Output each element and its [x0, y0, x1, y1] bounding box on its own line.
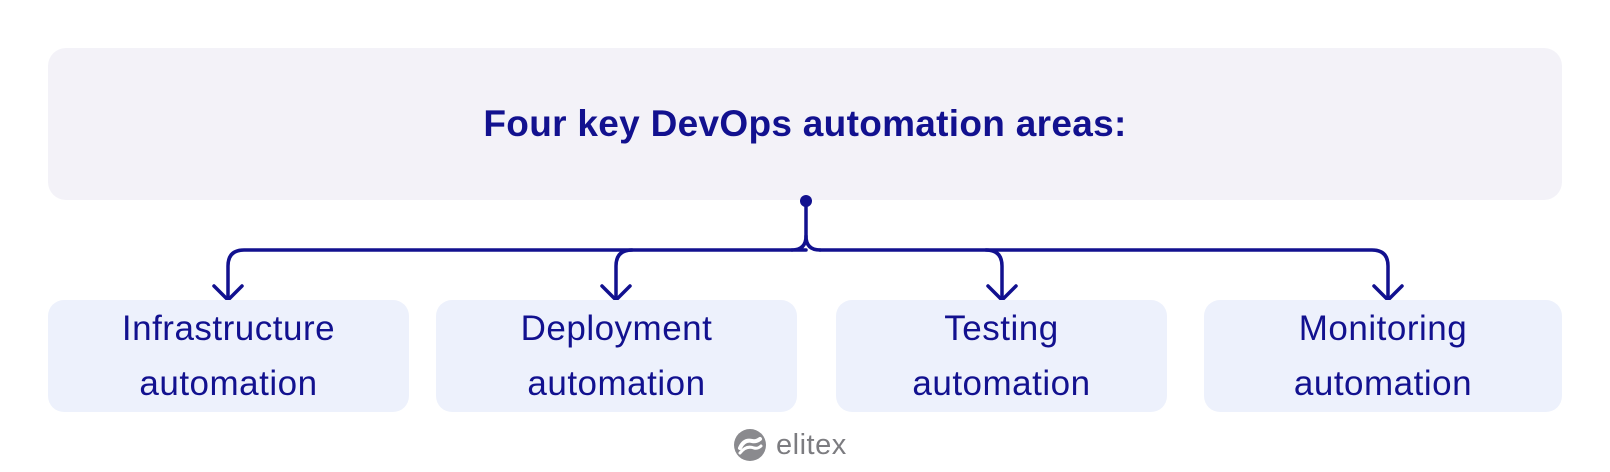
header-box: Four key DevOps automation areas:: [48, 48, 1562, 200]
elitex-logo-icon: [734, 429, 766, 461]
connector-branch-3: [984, 248, 1004, 302]
area-label-line1: Monitoring: [1298, 309, 1468, 348]
area-label-line1: Testing: [944, 309, 1059, 348]
area-label-line2: automation: [912, 364, 1091, 403]
diagram-title: Four key DevOps automation areas:: [483, 103, 1127, 144]
connector-trunk: [790, 199, 808, 252]
connector-branch-2: [614, 248, 634, 302]
connector-trunk-right: [804, 234, 822, 252]
connector-branch-right: [818, 248, 1390, 302]
area-label-line2: automation: [527, 364, 706, 403]
area-deployment: Deployment automation: [436, 300, 797, 412]
area-testing: Testing automation: [836, 300, 1167, 412]
area-label-line2: automation: [139, 364, 318, 403]
area-monitoring: Monitoring automation: [1204, 300, 1562, 412]
logo-text: elitex: [776, 428, 847, 461]
area-infrastructure: Infrastructure automation: [48, 300, 409, 412]
connector-branch-left: [226, 248, 794, 302]
area-label-line1: Infrastructure: [121, 309, 336, 348]
connector-origin-dot: [800, 195, 812, 207]
area-label-line2: automation: [1293, 364, 1473, 403]
area-label-line1: Deployment: [520, 309, 713, 348]
elitex-logo: elitex: [734, 428, 847, 462]
